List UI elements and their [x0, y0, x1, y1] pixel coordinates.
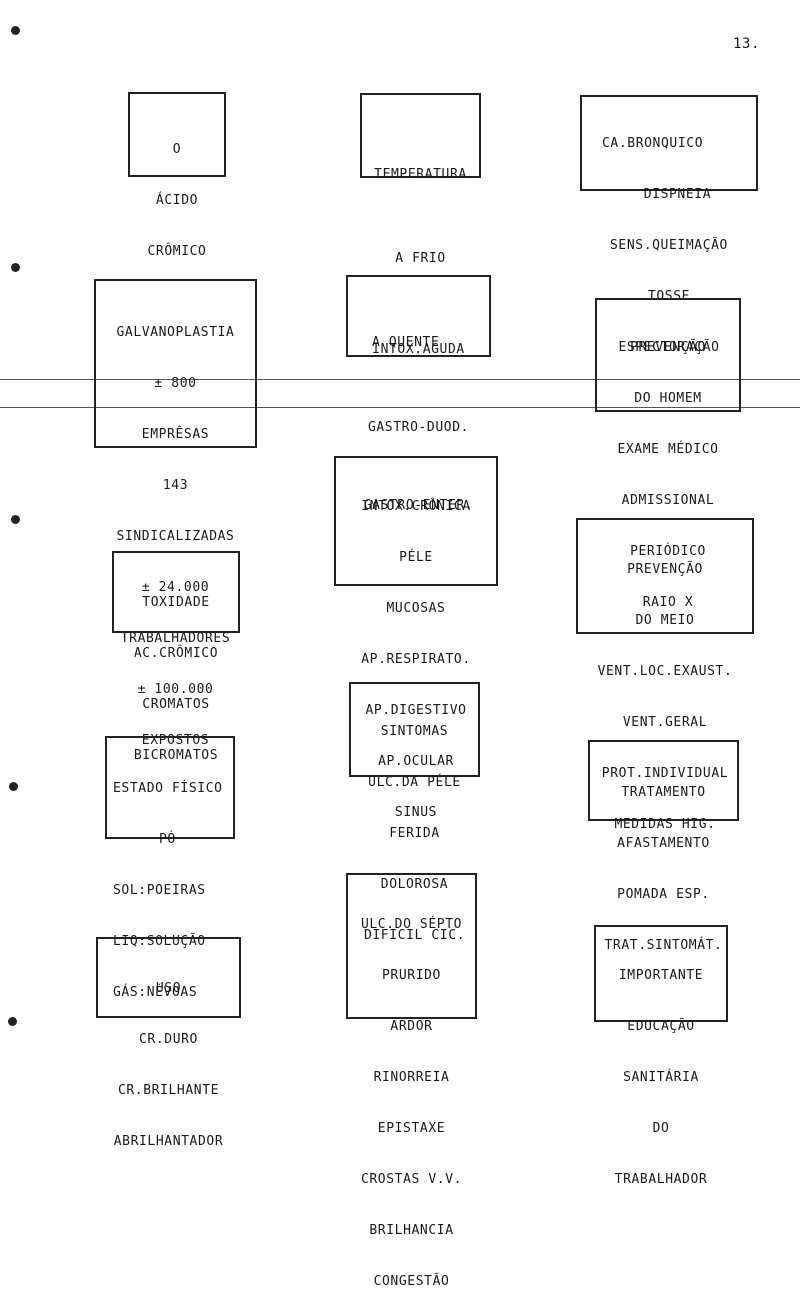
line: DO HOMEM: [634, 391, 702, 406]
line: GASTRO-DUOD.: [367, 420, 470, 435]
line: TOSSE: [647, 289, 691, 304]
line: DOLOROSA: [380, 877, 449, 892]
line: DO: [652, 1121, 670, 1136]
punch-hole-mark: [11, 263, 20, 272]
line: GÁS:NÉVOAS: [113, 985, 198, 1000]
box-acido-cromico: O ÁCIDO CRÔMICO: [128, 92, 226, 259]
line: MUCOSAS: [386, 601, 446, 616]
box-galvanoplastia: GALVANOPLASTIA ± 800 EMPRÊSAS 143 SINDIC…: [94, 279, 257, 748]
line: 143: [162, 478, 189, 493]
line: BRILHANCIA: [369, 1223, 454, 1238]
box-prevencao-meio: PREVENÇÃO DO MEIO VENT.LOC.EXAUST. VENT.…: [576, 518, 754, 832]
line: ULC.DA PÉLE: [368, 775, 461, 790]
line: ± 24.000: [141, 580, 210, 595]
line: PÓ: [159, 832, 176, 847]
line: ± 100.000: [137, 682, 214, 697]
line: SENS.QUEIMAÇÃO: [610, 238, 728, 253]
line: ESTADO FÍSICO: [113, 781, 223, 796]
line: A QUENTE: [372, 335, 440, 350]
line: DO MEIO: [635, 613, 695, 628]
line: VENT.GERAL: [622, 715, 708, 730]
line: DISPNEIA: [626, 187, 712, 202]
punch-hole-mark: [8, 1017, 17, 1026]
line: ÁCIDO: [155, 193, 199, 208]
line: PÉLE: [399, 550, 433, 565]
scan-line: [0, 407, 800, 408]
line: FERIDA: [389, 826, 440, 841]
punch-hole-mark: [11, 26, 20, 35]
line: ULC.DO SÉPTO: [360, 917, 463, 932]
line: ADMISSIONAL: [621, 493, 715, 508]
box-temperatura: TEMPERATURA A FRIO A QUENTE: [360, 93, 481, 350]
box-ca-bronquico: CA.BRONQUICO DISPNEIA SENS.QUEIMAÇÃO TOS…: [580, 95, 758, 355]
line: ESPECTORAÇÃO: [618, 340, 720, 355]
line: ABRILHANTADOR: [113, 1134, 224, 1149]
box-uso: USO CR.DURO CR.BRILHANTE ABRILHANTADOR: [96, 937, 241, 1149]
line: AP.RESPIRATO.: [361, 652, 471, 667]
box-estado-fisico: ESTADO FÍSICO PÓ SOL:POEIRAS LIQ:SOLUÇÃO…: [105, 736, 235, 1000]
line: INTOX.CRÔNICA: [361, 499, 471, 514]
box-prevencao-homem: PREVENÇÃO DO HOMEM EXAME MÉDICO ADMISSIO…: [595, 298, 741, 610]
line: INTOX.AGUDA: [372, 342, 465, 357]
line: CA.BRONQUICO: [602, 136, 704, 151]
line: IMPORTANTE: [618, 968, 704, 983]
line: EMPRÊSAS: [141, 427, 210, 442]
box-sintomas: SINTOMAS ULC.DA PÉLE FERIDA DOLOROSA DIF…: [349, 682, 480, 943]
box-tratamento: TRATAMENTO AFASTAMENTO POMADA ESP. TRAT.…: [588, 740, 739, 953]
line: GALVANOPLASTIA: [116, 325, 235, 340]
page-number: 13.: [733, 36, 761, 52]
line: CONGESTÃO: [373, 1274, 450, 1289]
line: SANITÁRIA: [623, 1070, 699, 1085]
line: GASTRO-ENTER.: [363, 498, 474, 513]
line: PRURIDO: [382, 968, 441, 983]
line: CR.DURO: [139, 1032, 198, 1047]
line: RINORREIA: [373, 1070, 450, 1085]
punch-hole-mark: [9, 782, 18, 791]
scan-line: [0, 379, 800, 380]
line: O: [172, 142, 182, 157]
line: TRABALHADORES: [120, 631, 231, 646]
box-importante: IMPORTANTE EDUCAÇÃO SANITÁRIA DO TRABALH…: [594, 925, 728, 1187]
line: USO: [155, 981, 182, 996]
line: PREVENÇÃO: [627, 562, 703, 577]
line: TOXIDADE: [142, 595, 210, 610]
line: AC.CRÔMICO: [133, 646, 219, 661]
line: CROMATOS: [142, 697, 210, 712]
line: TEMPERATURA: [374, 167, 467, 182]
line: SOL:POEIRAS: [113, 883, 206, 898]
line: POMADA ESP.: [617, 887, 710, 902]
line: SINTOMAS: [380, 724, 449, 739]
box-intox-cronica: INTOX.CRÔNICA PÉLE MUCOSAS AP.RESPIRATO.…: [334, 456, 498, 820]
line: PROT.INDIVIDUAL: [601, 766, 729, 781]
line: VENT.LOC.EXAUST.: [597, 664, 733, 679]
line: PERIÓDICO: [630, 544, 706, 559]
line: EXAME MÉDICO: [617, 442, 719, 457]
box-intox-aguda: INTOX.AGUDA GASTRO-DUOD. GASTRO-ENTER.: [346, 275, 491, 513]
line: TRABALHADOR: [614, 1172, 708, 1187]
line: SINDICALIZADAS: [116, 529, 235, 544]
line: AFASTAMENTO: [617, 836, 710, 851]
line: CRÔMICO: [147, 244, 207, 259]
line: EDUCAÇÃO: [627, 1019, 695, 1034]
line: CROSTAS V.V.: [360, 1172, 463, 1187]
line: DIFICIL CIC.: [363, 928, 466, 943]
line: SINUS: [394, 805, 438, 820]
line: EPISTAXE: [377, 1121, 446, 1136]
line: TRAT.SINTOMÁT.: [604, 938, 723, 953]
line: ARDOR: [390, 1019, 433, 1034]
box-ulc-septo: ULC.DO SÉPTO PRURIDO ARDOR RINORREIA EPI…: [346, 873, 477, 1289]
line: A FRIO: [395, 251, 446, 266]
line: PREVENÇÃO: [630, 340, 706, 355]
line: TRATAMENTO: [621, 785, 706, 800]
line: RAIO X: [642, 595, 694, 610]
line: AP.OCULAR: [378, 754, 454, 769]
line: BICROMATOS: [133, 748, 219, 763]
line: CR.BRILHANTE: [117, 1083, 220, 1098]
box-toxidade: TOXIDADE AC.CRÔMICO CROMATOS BICROMATOS: [112, 551, 240, 763]
line: AP.DIGESTIVO: [365, 703, 467, 718]
punch-hole-mark: [11, 515, 20, 524]
line: ± 800: [154, 376, 197, 391]
